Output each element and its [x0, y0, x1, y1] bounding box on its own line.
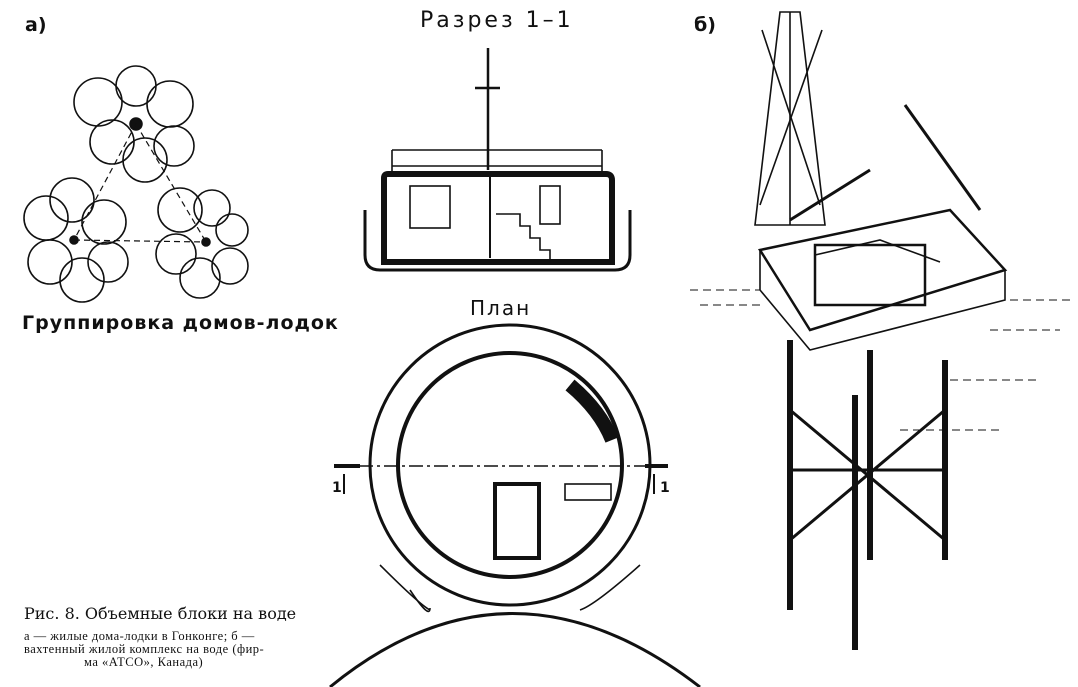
plan-title: План [470, 296, 532, 320]
houseboat-cluster-right [155, 187, 249, 299]
cut-markers [334, 464, 668, 494]
houseboat-cluster-top [73, 65, 195, 183]
caption-line-3: ма «АТСО», Канада) [84, 655, 204, 669]
offshore-platform [690, 11, 1070, 650]
grouping-caption: Группировка домов-лодок [22, 312, 339, 334]
caption-line-1: а — жилые дома-лодки в Гонконге; б — [24, 629, 255, 643]
section-title: Разрез 1–1 [420, 8, 574, 33]
panel-a-label: а) [25, 14, 47, 36]
caption-line-2: вахтенный жилой комплекс на воде (фир- [24, 642, 265, 656]
plan-drawing [329, 323, 701, 687]
figure-caption-title: Рис. 8. Объемные блоки на воде [24, 604, 297, 623]
section-drawing [363, 48, 632, 272]
panel-b-label: б) [694, 14, 716, 36]
figure-caption-description: а — жилые дома-лодки в Гонконге; б — вах… [24, 630, 344, 669]
cut-label-left: 1 [332, 480, 342, 496]
cut-label-right: 1 [660, 480, 670, 496]
